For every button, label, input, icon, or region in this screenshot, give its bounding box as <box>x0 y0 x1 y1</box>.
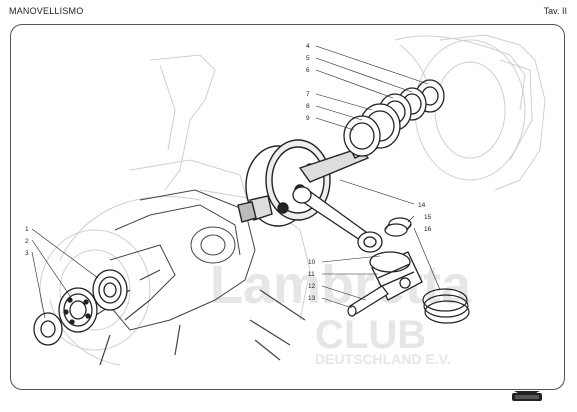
brand-logo <box>512 391 542 401</box>
callout-6: 6 <box>306 67 310 74</box>
small-end-bearing <box>384 217 412 237</box>
watermark-line2: CLUB <box>315 313 426 357</box>
callout-9: 9 <box>306 115 310 122</box>
piston-rings <box>422 288 470 324</box>
callout-2: 2 <box>25 238 29 245</box>
gearbox-housing <box>104 189 256 331</box>
callout-7: 7 <box>306 91 310 98</box>
callout-10: 10 <box>308 259 316 266</box>
callout-8: 8 <box>306 103 310 110</box>
callout-15: 15 <box>424 214 432 221</box>
callout-12: 12 <box>308 283 316 290</box>
piston <box>369 251 423 301</box>
callout-3: 3 <box>25 250 29 257</box>
oil-seal-3 <box>33 312 63 346</box>
bearing-2 <box>58 287 98 333</box>
callout-5: 5 <box>306 55 310 62</box>
connecting-rod <box>292 186 383 253</box>
piston-pin <box>347 285 389 317</box>
main-bearing-stack <box>343 79 445 157</box>
callout-14: 14 <box>418 202 426 209</box>
callout-numbers: 1 2 3 4 5 6 7 8 9 10 11 12 13 14 15 16 <box>25 43 432 302</box>
plate-number: Tav. II <box>543 6 567 16</box>
leader-lines <box>31 45 441 319</box>
watermark-line3: DEUTSCHLAND E.V. <box>315 351 451 367</box>
bearing-1 <box>92 269 128 311</box>
page-title: MANOVELLISMO <box>9 6 84 16</box>
callout-4: 4 <box>306 43 310 50</box>
callout-13: 13 <box>308 295 316 302</box>
watermark: Lambretta CLUB DEUTSCHLAND E.V. <box>210 255 472 367</box>
watermark-line1: Lambretta <box>210 255 472 315</box>
callout-16: 16 <box>424 226 432 233</box>
callout-1: 1 <box>25 226 29 233</box>
callout-11: 11 <box>308 271 315 278</box>
